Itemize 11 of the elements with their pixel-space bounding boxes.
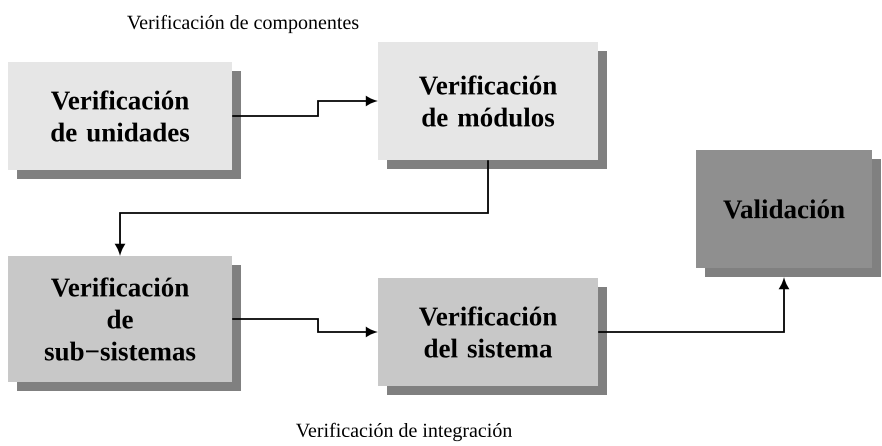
- process-box: Verificación de sub−sistemas: [8, 256, 241, 391]
- process-box: Verificación del sistema: [378, 278, 607, 395]
- section-label: Verificación de componentes: [127, 14, 358, 34]
- arrow: [598, 279, 789, 333]
- process-box: Verificación de unidades: [8, 62, 241, 179]
- process-box: Validación: [696, 150, 881, 277]
- arrow: [232, 96, 376, 117]
- process-box: Verificación de módulos: [378, 42, 607, 169]
- arrow: [115, 160, 489, 254]
- section-label: Verificación de integración: [296, 422, 512, 442]
- arrow: [232, 318, 376, 337]
